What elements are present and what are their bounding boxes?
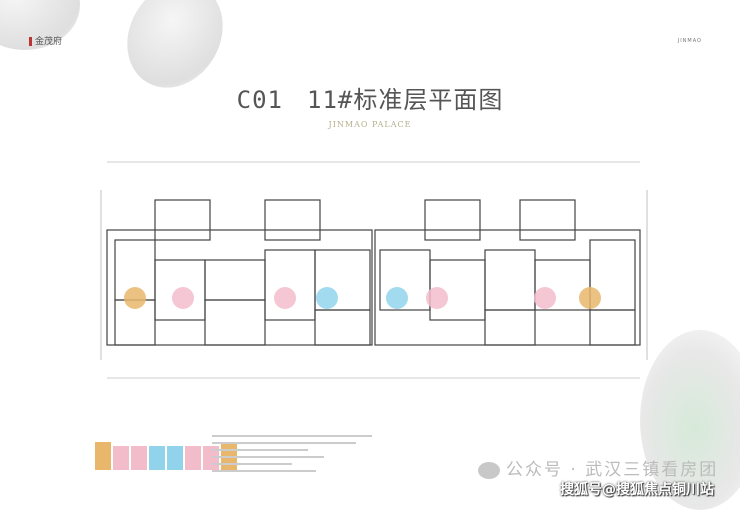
room [264, 199, 321, 241]
room [424, 199, 481, 241]
key-plan-unit [131, 446, 147, 470]
room [106, 229, 373, 346]
unit-marker-blue [316, 287, 338, 309]
room [264, 249, 316, 321]
room [204, 299, 266, 346]
key-plan-unit [167, 446, 183, 470]
key-plan-unit [113, 446, 129, 470]
unit-marker-blue [386, 287, 408, 309]
key-plan-unit [185, 446, 201, 470]
dimension-lines [100, 161, 648, 379]
decor-flower [640, 330, 740, 510]
notes [212, 430, 372, 477]
logo: 金茂府 [26, 34, 62, 47]
walls [106, 199, 641, 346]
wechat-icon [478, 461, 500, 479]
brand-logos: JINMAO [677, 38, 702, 44]
page-title: C01 11#标准层平面图 [0, 80, 740, 115]
subtitle: JINMAO PALACE [328, 120, 412, 129]
plan-code: C01 [236, 86, 283, 114]
unit-marker-pink [172, 287, 194, 309]
unit-marker-orange [579, 287, 601, 309]
room [484, 249, 536, 311]
key-plan-unit [95, 442, 111, 470]
room [374, 229, 641, 346]
room [589, 309, 636, 346]
room [519, 199, 576, 241]
wechat-watermark: 公众号 · 武汉三镇看房团 [478, 455, 718, 480]
room [154, 199, 211, 241]
logo-text: 金茂府 [35, 37, 63, 47]
unit-marker-pink [274, 287, 296, 309]
sohu-watermark: 搜狐号@搜狐焦点铜川站 [560, 482, 714, 498]
unit-marker-pink [534, 287, 556, 309]
room [314, 309, 371, 346]
room [484, 309, 536, 346]
key-plan-unit [149, 446, 165, 470]
wechat-watermark-text: 公众号 · 武汉三镇看房团 [506, 460, 719, 480]
unit-markers [124, 287, 601, 309]
unit-marker-orange [124, 287, 146, 309]
unit-marker-pink [426, 287, 448, 309]
plan-name: 11#标准层平面图 [307, 86, 504, 114]
floor-plan [100, 161, 648, 379]
room [204, 259, 266, 301]
